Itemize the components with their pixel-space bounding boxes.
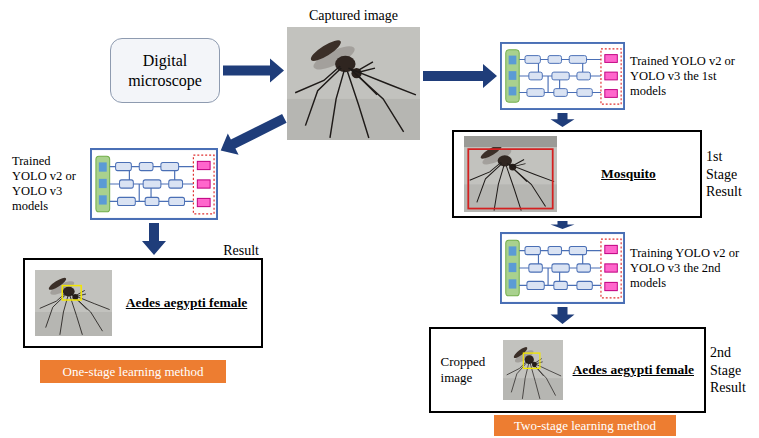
mosquito-image <box>464 136 557 212</box>
yolo-network-icon <box>501 233 624 303</box>
model-icon: Training YOLO v2 or YOLO v3 the 2nd mode… <box>500 232 625 304</box>
class-label: Aedes aegypti female <box>573 362 694 378</box>
method-tag: One-stage learning method <box>40 360 226 383</box>
yolo-network-icon <box>500 42 625 110</box>
yolo-network-icon <box>500 232 625 304</box>
method-label: Two-stage learning method <box>514 418 656 434</box>
yolo-network-icon <box>91 149 217 219</box>
model-icon: Trained YOLO v2 or YOLO v3 models <box>90 148 218 220</box>
image-note: Cropped image <box>441 354 493 385</box>
method-tag: Two-stage learning method <box>494 415 676 436</box>
mosquito-image <box>503 340 563 400</box>
mosquito-image <box>35 270 112 336</box>
result-box: Mosquito1st Stage Result <box>452 130 702 218</box>
mosquito-image <box>503 340 563 400</box>
model-label: Training YOLO v2 or YOLO v3 the 2nd mode… <box>630 246 752 291</box>
device-label: Digital microscope <box>117 51 213 91</box>
flow-arrow <box>223 59 284 83</box>
captured-photo: Captured image <box>287 27 420 140</box>
flow-arrow <box>423 64 497 88</box>
model-label: Trained YOLO v2 or YOLO v3 the 1st model… <box>630 54 752 99</box>
flow-arrow <box>551 307 575 324</box>
stage-label: 2nd Stage Result <box>710 344 754 397</box>
flow-arrow <box>221 114 287 155</box>
class-label: Aedes aegypti female <box>122 295 251 311</box>
yolo-network-icon <box>501 43 624 109</box>
mosquito-image <box>287 27 420 140</box>
method-label: One-stage learning method <box>63 364 204 380</box>
mosquito-image <box>35 270 112 336</box>
image-heading: Captured image <box>309 8 398 24</box>
photo-band <box>464 136 557 147</box>
class-label: Mosquito <box>567 166 690 182</box>
stage-label: Result <box>223 243 259 259</box>
mosquito-image <box>464 136 557 212</box>
result-box: Aedes aegypti femaleResult <box>23 258 263 348</box>
result-box: Cropped imageAedes aegypti female2nd Sta… <box>429 327 706 413</box>
yolo-network-icon <box>90 148 218 220</box>
device-box: Digital microscope <box>110 38 220 103</box>
model-label: Trained YOLO v2 or YOLO v3 models <box>12 154 86 214</box>
flow-arrow <box>551 221 575 229</box>
model-icon: Trained YOLO v2 or YOLO v3 the 1st model… <box>500 42 625 110</box>
detection-box <box>62 286 81 300</box>
detection-box <box>523 353 540 368</box>
detection-box <box>468 149 552 208</box>
flow-arrow <box>551 113 575 127</box>
stage-label: 1st Stage Result <box>706 148 750 201</box>
mosquito-image <box>287 27 420 140</box>
flow-arrow <box>142 223 166 255</box>
